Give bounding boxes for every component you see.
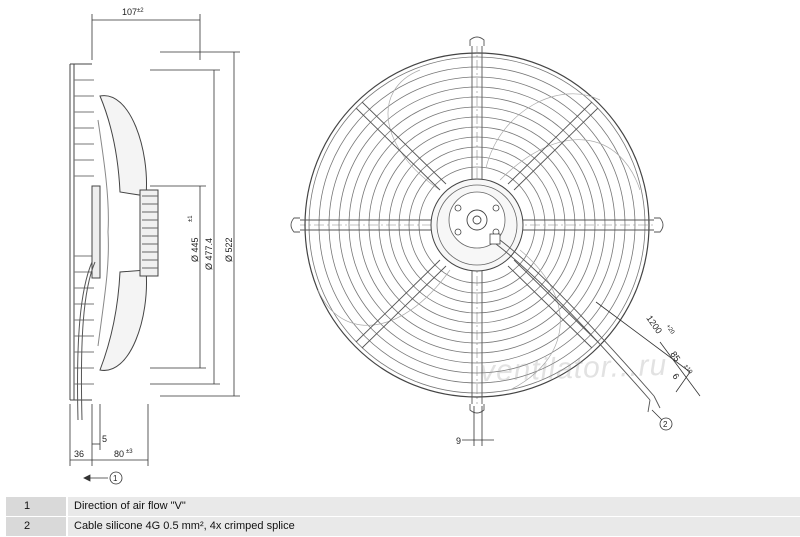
legend-text: Direction of air flow "V" bbox=[68, 497, 800, 516]
dim-36: 36 bbox=[74, 449, 84, 459]
legend-number: 1 bbox=[6, 497, 66, 516]
dim-80: 80 bbox=[114, 449, 124, 459]
dim-cable-strip: 6 bbox=[670, 371, 681, 381]
front-dimension-lines bbox=[462, 301, 701, 446]
dim-dia-477: Ø 477.4 bbox=[204, 238, 214, 270]
legend-number: 2 bbox=[6, 517, 66, 536]
front-dimension-text: 9 1200 +20 85 ±10 6 bbox=[456, 313, 693, 446]
dim-cable-len: 1200 bbox=[644, 313, 664, 335]
fan-technical-drawing: 107 ±2 Ø 445 ±1 Ø 477.4 Ø 522 36 5 80 ±3… bbox=[69, 7, 701, 485]
dim-cable-len-tol: +20 bbox=[664, 324, 675, 336]
dim-width-total-tol: ±2 bbox=[137, 8, 144, 14]
watermark: ventilator...ru bbox=[479, 348, 668, 389]
front-view bbox=[290, 36, 664, 414]
dim-dia-522: Ø 522 bbox=[224, 237, 234, 262]
callout-2: 2 bbox=[651, 409, 673, 431]
dim-5: 5 bbox=[102, 434, 107, 444]
side-dimension-text: 107 ±2 Ø 445 ±1 Ø 477.4 Ø 522 36 5 80 ±3 bbox=[74, 7, 234, 459]
dim-width-total: 107 bbox=[122, 7, 137, 17]
legend-row: 1 Direction of air flow "V" bbox=[6, 497, 800, 516]
side-view bbox=[69, 63, 159, 421]
legend-text: Cable silicone 4G 0.5 mm², 4x crimped sp… bbox=[68, 517, 800, 536]
svg-text:1: 1 bbox=[113, 474, 118, 483]
dim-cable-end-tol: ±10 bbox=[682, 364, 693, 376]
legend-row: 2 Cable silicone 4G 0.5 mm², 4x crimped … bbox=[6, 517, 800, 536]
legend-table: 1 Direction of air flow "V" 2 Cable sili… bbox=[6, 497, 800, 537]
dim-dia-445: Ø 445 bbox=[190, 237, 200, 262]
dim-80-tol: ±3 bbox=[126, 449, 133, 455]
dim-cable-end: 85 bbox=[668, 349, 682, 363]
callout-1: 1 bbox=[109, 471, 123, 485]
dim-9: 9 bbox=[456, 436, 461, 446]
side-dimension-lines bbox=[69, 14, 240, 482]
svg-text:2: 2 bbox=[663, 420, 668, 429]
dim-dia-445-tol: ±1 bbox=[188, 215, 194, 222]
